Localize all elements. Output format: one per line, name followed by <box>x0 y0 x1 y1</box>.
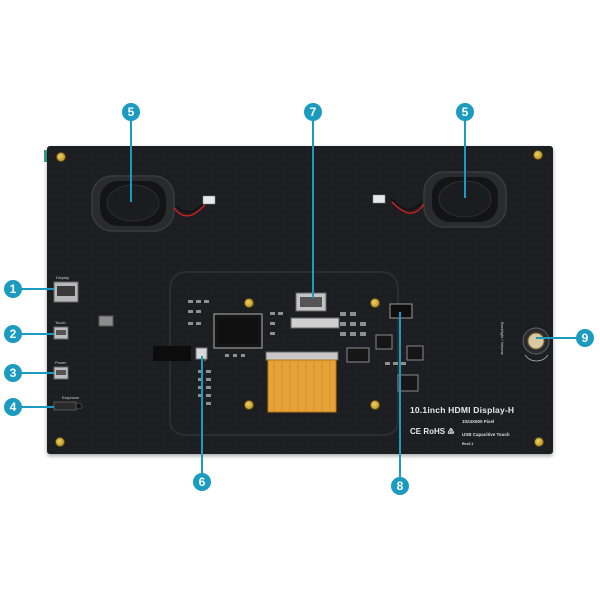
leader-5-left <box>130 120 132 202</box>
leader-8 <box>399 312 401 477</box>
leader-1 <box>20 288 54 290</box>
leader-7 <box>312 120 314 298</box>
screw-top-right <box>533 150 543 160</box>
board-revision: Rev2.1 <box>462 442 474 446</box>
screw-inner-3 <box>244 400 254 410</box>
callout-4: 4 <box>4 398 22 416</box>
earphone-jack <box>53 401 77 411</box>
silk-earphone: Earphone <box>62 395 80 400</box>
leader-3 <box>20 372 54 374</box>
callout-9: 9 <box>576 329 594 347</box>
silk-display: Display <box>56 275 70 280</box>
certification-marks: CE RoHS ♳ <box>410 427 455 436</box>
board-title: 10.1inch HDMI Display-H <box>410 405 515 415</box>
right-speaker <box>423 171 507 228</box>
screw-inner-2 <box>370 298 380 308</box>
leader-6 <box>201 356 203 474</box>
speaker-wire-right <box>391 201 425 214</box>
callout-1: 1 <box>4 280 22 298</box>
leader-5-right <box>464 120 466 198</box>
left-speaker <box>91 175 175 232</box>
pcb-trace-outline <box>169 271 399 436</box>
fpc-connector <box>265 351 339 361</box>
leader-9 <box>536 337 576 339</box>
silk-touch-switch: Touch <box>203 350 208 361</box>
tactile-switch <box>98 315 114 327</box>
regulator-chip-2 <box>406 345 424 361</box>
board-resolution: 1024X600 Pixel <box>462 419 495 424</box>
smd-components <box>188 300 406 405</box>
silk-backlight: Backlight / Volume <box>500 322 505 355</box>
screw-inner-1 <box>244 298 254 308</box>
speaker-wire-left <box>173 204 206 217</box>
backlight-connector <box>389 303 413 319</box>
speaker-connector-right <box>372 194 386 204</box>
callout-7: 7 <box>304 103 322 121</box>
driver-chip <box>346 347 370 363</box>
callout-5-right: 5 <box>456 103 474 121</box>
board-touch-type: USB Capacitive Touch <box>462 432 510 437</box>
leader-4 <box>20 406 54 408</box>
silk-touch-port: Touch <box>55 320 66 325</box>
callout-3: 3 <box>4 364 22 382</box>
audio-amp-chip <box>397 374 419 392</box>
leader-2 <box>20 333 54 335</box>
fpc-connector-top <box>290 317 340 329</box>
regulator-chip <box>375 334 393 350</box>
callout-6: 6 <box>193 473 211 491</box>
speaker-connector-left <box>202 195 216 205</box>
mounting-tab <box>44 150 49 162</box>
callout-2: 2 <box>4 325 22 343</box>
screw-bottom-right <box>534 437 544 447</box>
flex-cable <box>267 359 337 413</box>
knob-cap <box>527 332 545 350</box>
screw-bottom-left <box>55 437 65 447</box>
pad-black <box>153 346 191 361</box>
callout-8: 8 <box>391 477 409 495</box>
screw-top-left <box>56 152 66 162</box>
screw-inner-4 <box>370 400 380 410</box>
silk-power: Power <box>55 360 67 365</box>
callout-5-left: 5 <box>122 103 140 121</box>
